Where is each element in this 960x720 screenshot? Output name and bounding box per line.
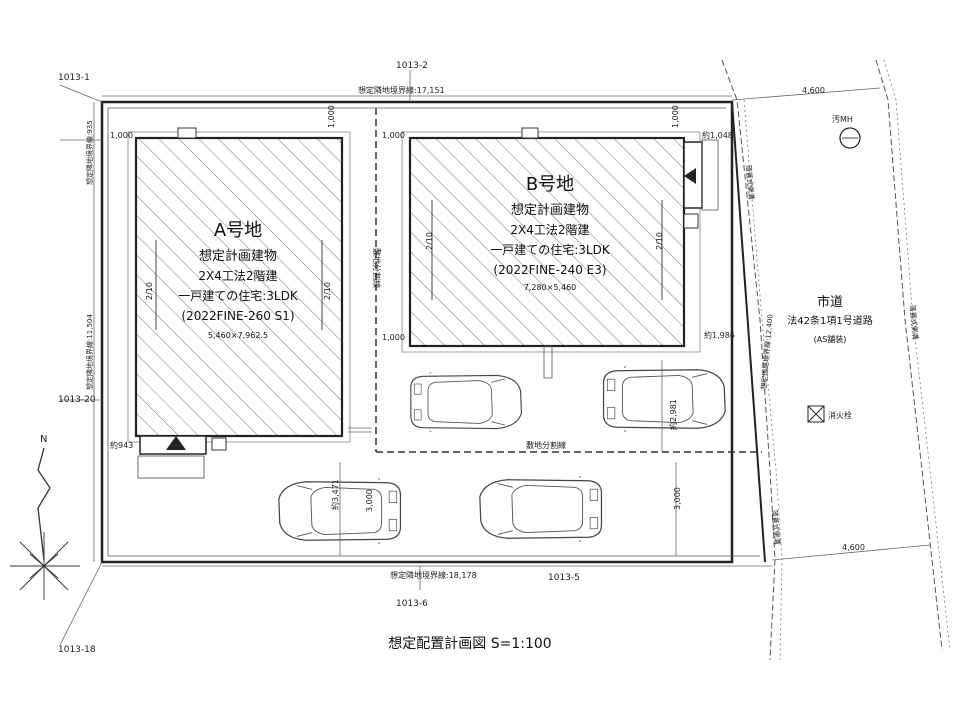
parcel-1013-20: 1013-20 — [58, 395, 96, 405]
slope-b-left: 2/10 — [425, 232, 434, 250]
lot-b-line4: (2022FINE-240 E3) — [493, 263, 606, 277]
drawing-title: 想定配置計画図 S=1:100 — [388, 636, 551, 652]
dim-a-left-1000: 1,000 — [110, 131, 133, 140]
fire-hydrant-symbol — [807, 405, 825, 423]
road-edges — [721, 59, 951, 661]
dim-approx-1048: 約1,048 — [702, 130, 733, 140]
parcel-lines — [59, 70, 421, 646]
lot-a-line2: 2X4工法2階建 — [198, 268, 277, 283]
lot-a-line3: 一戸建ての住宅:3LDK — [178, 288, 299, 303]
manhole-symbol — [839, 127, 861, 149]
boundary-bottom-label: 想定隣地境界線:18,178 — [390, 570, 477, 580]
lot-a-size: 5,460×7,962.5 — [208, 331, 268, 340]
north-label: N — [40, 434, 47, 445]
lot-b-line2: 2X4工法2階建 — [510, 222, 589, 237]
building-b — [401, 127, 719, 379]
boundary-left-long-label: 想定隣地境界線:11,504 — [85, 314, 94, 390]
dim-approx-943: 約943 — [110, 440, 133, 450]
parcel-1013-1: 1013-1 — [58, 73, 90, 83]
road-name: 市道 — [817, 294, 843, 310]
slope-a-right: 2/10 — [323, 282, 332, 300]
parcel-1013-6: 1013-6 — [396, 599, 428, 609]
dim-3000-right: 3,000 — [673, 487, 682, 510]
lot-b-size: 7,280×5,460 — [524, 283, 577, 292]
slope-a-left: 2/10 — [145, 282, 154, 300]
building-a — [127, 127, 351, 479]
dim-road-width-bottom: 4,600 — [842, 543, 865, 552]
dim-approx-3471: 約3,471 — [330, 479, 340, 510]
gutter-label-3: 落蓋式側溝 — [770, 509, 782, 545]
road-law: 法42条1項1号道路 — [787, 314, 872, 327]
gutter-label-1: 落蓋式側溝 — [744, 164, 756, 200]
dim-3000-left: 3,000 — [365, 489, 374, 512]
dim-road-width-top: 4,600 — [802, 86, 825, 95]
parcel-1013-18: 1013-18 — [58, 645, 96, 655]
dim-b-bottom-1000: 1,000 — [382, 333, 405, 342]
parcel-1013-5: 1013-5 — [548, 573, 580, 583]
dim-approx-1986: 約1,986 — [704, 330, 735, 340]
lot-b-name: B号地 — [526, 174, 574, 195]
boundary-top-label: 想定隣地境界線:17,151 — [358, 85, 445, 95]
parking-cars — [278, 366, 726, 544]
north-arrow-icon — [10, 447, 80, 600]
lot-a-line1: 想定計画建物 — [199, 248, 277, 264]
boundary-road-label: 想定道路境界線:12,400 — [759, 314, 775, 390]
dim-b-top-1000: 1,000 — [671, 105, 680, 128]
boundary-left-short-label: 想定隣地境界線:935 — [85, 120, 94, 185]
dim-approx-2981: 約2,981 — [668, 399, 678, 430]
lot-a-line4: (2022FINE-260 S1) — [181, 309, 294, 323]
lot-split-horizontal-label: 敷地分割線 — [526, 440, 566, 450]
dim-b-left-1000: 1,000 — [382, 131, 405, 140]
slope-b-right: 2/10 — [655, 232, 664, 250]
dimension-lines — [339, 360, 677, 556]
lot-division-lines — [375, 108, 762, 453]
lot-b-line1: 想定計画建物 — [511, 202, 589, 218]
hydrant-label: 消火栓 — [828, 410, 852, 420]
gutter-label-2: 落蓋式側溝 — [908, 304, 920, 340]
site-boundary — [93, 95, 772, 567]
manhole-label: 汚MH — [832, 114, 853, 124]
dim-a-top-1000: 1,000 — [327, 105, 336, 128]
lot-a-name: A号地 — [214, 220, 262, 241]
lot-split-vertical-label: 敷地分割線 — [372, 248, 382, 288]
parcel-1013-2: 1013-2 — [396, 61, 428, 71]
road-paving: (AS舗装) — [814, 334, 847, 344]
lot-b-line3: 一戸建ての住宅:3LDK — [490, 242, 611, 257]
